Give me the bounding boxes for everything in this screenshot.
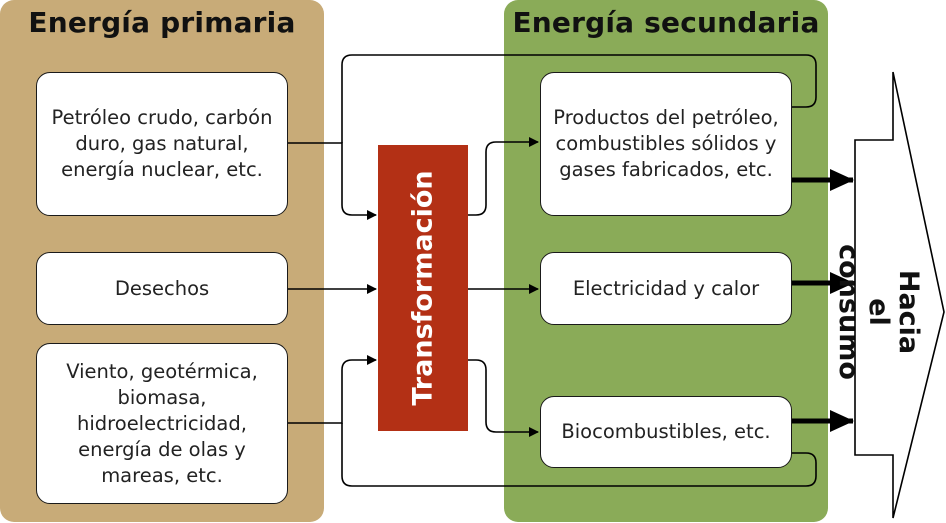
oil-products-box: Productos del petróleo, combustibles sól… [540, 72, 792, 216]
biofuels-box: Biocombustibles, etc. [540, 396, 792, 468]
renewables-source-box: Viento, geotérmica, biomasa, hidroelectr… [36, 343, 288, 504]
waste-source-box: Desechos [36, 252, 288, 325]
consumption-label: Hacia el consumo [833, 244, 924, 380]
connector-fossil-bypass [341, 54, 817, 143]
secondary-energy-title: Energía secundaria [512, 6, 820, 39]
transformation-block: Transformación [378, 145, 468, 431]
fossil-nuclear-source-box: Petróleo crudo, carbón duro, gas natural… [36, 72, 288, 216]
primary-energy-title: Energía primaria [28, 6, 296, 39]
connector-renewables-to-transformation [287, 355, 377, 424]
transformation-label: Transformación [407, 170, 439, 406]
connector-fossil-to-transformation [287, 142, 377, 220]
electricity-heat-box: Electricidad y calor [540, 252, 792, 325]
connector-transformation-to-oil-products [468, 137, 539, 216]
connector-transformation-to-biofuels [468, 359, 539, 437]
connector-renewables-bypass [341, 423, 817, 487]
consumption-arrow [854, 71, 945, 519]
